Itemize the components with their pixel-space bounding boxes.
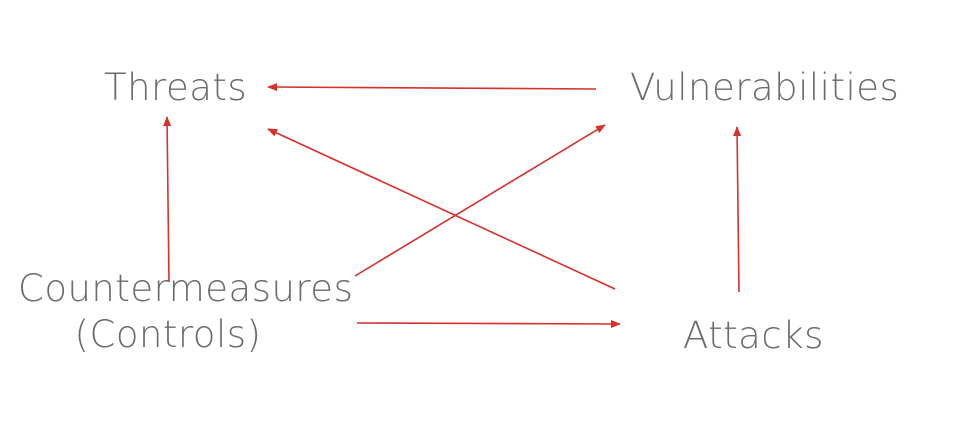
arrow-countermeasures-to-attacks [356, 319, 621, 328]
arrow-countermeasures-to-threats [163, 116, 172, 283]
arrow-vulnerabilities-to-threats [267, 83, 597, 92]
countermeasures-label: Countermeasures [18, 267, 354, 310]
node-threats: Threats [104, 66, 248, 109]
node-countermeasures: Countermeasures (Controls) [18, 266, 354, 358]
arrow-attacks-to-threats [267, 128, 616, 290]
controls-label: (Controls) [74, 313, 262, 356]
node-vulnerabilities: Vulnerabilities [630, 66, 900, 109]
node-attacks: Attacks [683, 314, 824, 357]
arrow-countermeasures-to-vulnerabilities [354, 124, 606, 277]
arrow-attacks-to-vulnerabilities [733, 126, 742, 293]
